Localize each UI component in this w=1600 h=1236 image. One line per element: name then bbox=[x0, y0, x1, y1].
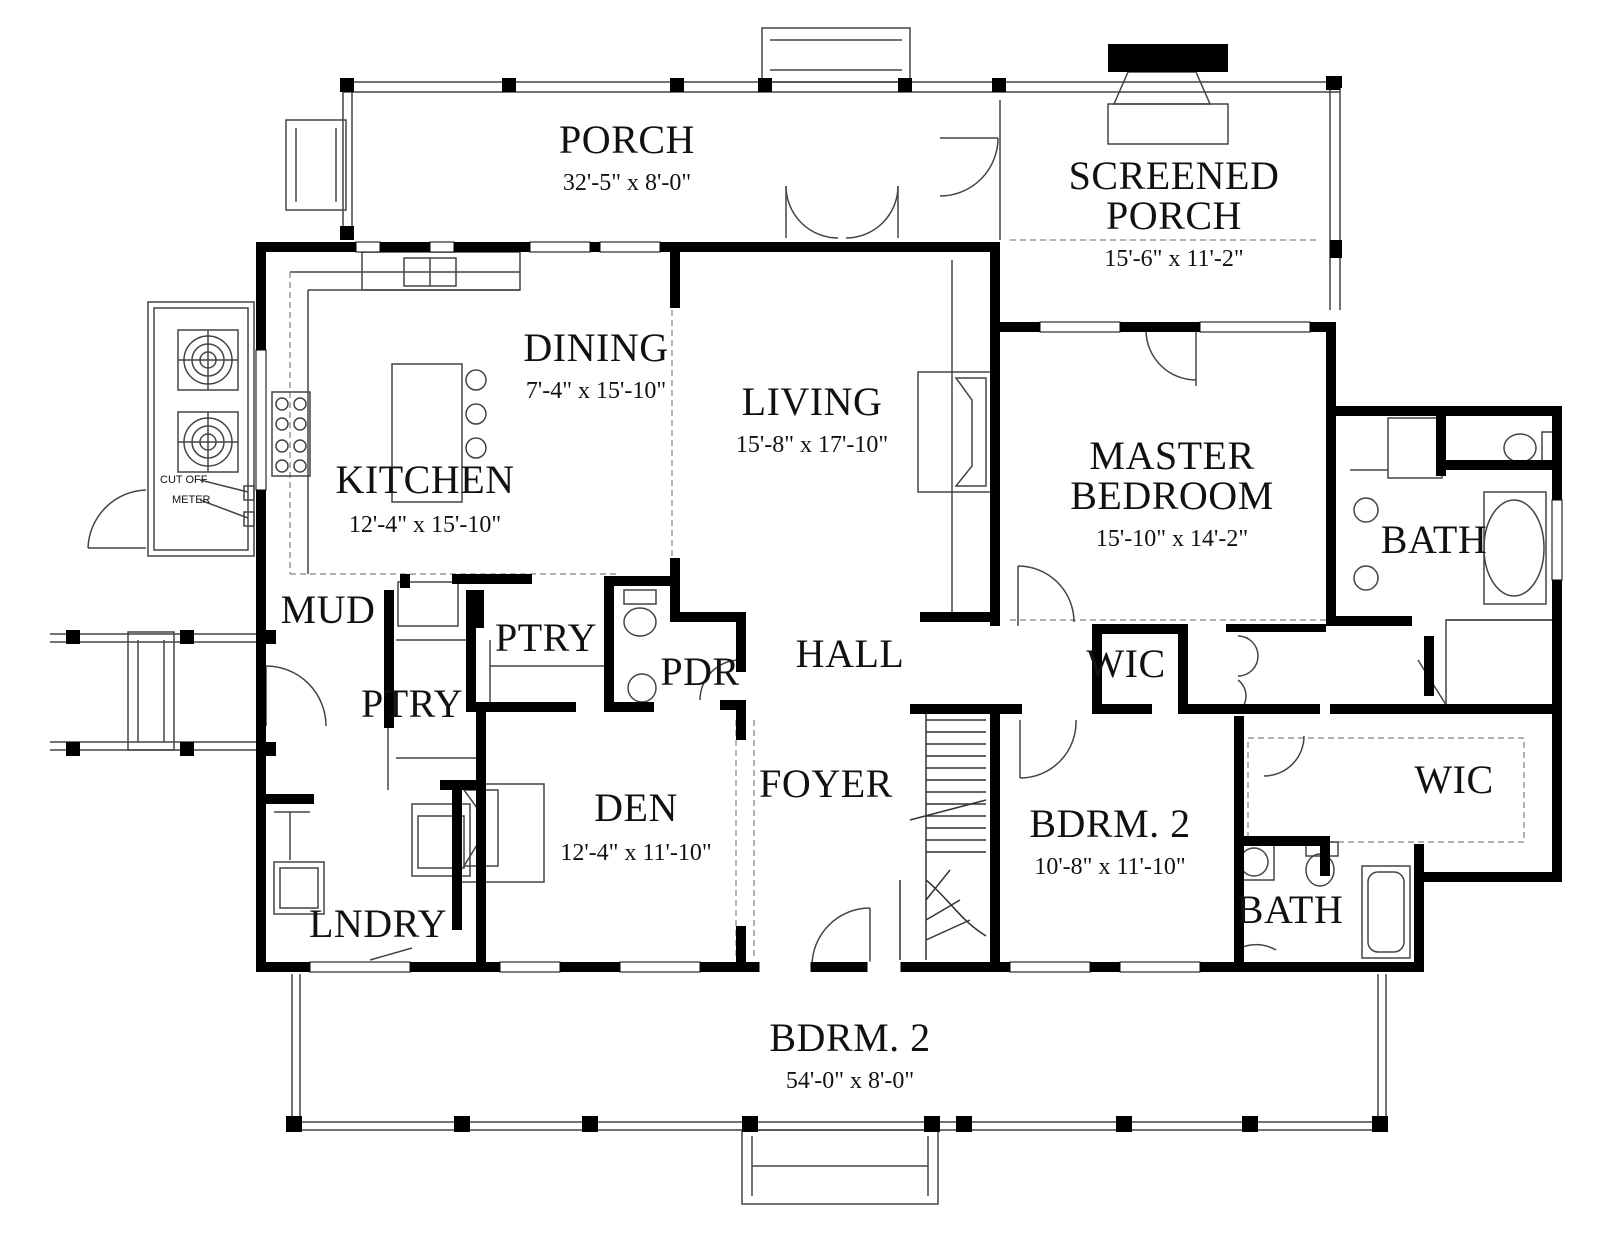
walls bbox=[66, 44, 1563, 1132]
kitchen-size: 12'-4" x 15'-10" bbox=[348, 512, 502, 538]
mud-label: MUD bbox=[280, 587, 376, 632]
living-label: LIVING bbox=[741, 379, 883, 424]
wic-label-2: WIC bbox=[1414, 757, 1494, 802]
cut-off-label: CUT OFF bbox=[160, 474, 208, 486]
foyer-label: FOYER bbox=[759, 761, 893, 806]
den-size: 12'-4" x 11'-10" bbox=[560, 840, 712, 866]
dining-label: DINING bbox=[523, 325, 669, 370]
master-bedroom-label-1: MASTER bbox=[1089, 433, 1255, 478]
living-size: 15'-8" x 17'-10" bbox=[735, 432, 889, 458]
den-label: DEN bbox=[594, 785, 678, 830]
bath-2-label: BATH bbox=[1236, 887, 1344, 932]
bedroom-2-size: 10'-8" x 11'-10" bbox=[1034, 854, 1186, 880]
bedroom-2-label: BDRM. 2 bbox=[1029, 801, 1191, 846]
porch-label: PORCH bbox=[559, 117, 695, 162]
dining-size: 7'-4" x 15'-10" bbox=[525, 378, 667, 404]
master-bedroom-label-2: BEDROOM bbox=[1070, 473, 1274, 518]
master-bedroom-size: 15'-10" x 14'-2" bbox=[1095, 526, 1249, 552]
front-porch-label: BDRM. 2 bbox=[769, 1015, 931, 1060]
screened-porch-size: 15'-6" x 11'-2" bbox=[1104, 246, 1244, 272]
kitchen-label: KITCHEN bbox=[335, 457, 515, 502]
master-bath-label: BATH bbox=[1380, 517, 1488, 562]
screened-porch-label-2: PORCH bbox=[1106, 193, 1242, 238]
laundry-label: LNDRY bbox=[308, 901, 448, 946]
stairs bbox=[899, 710, 987, 960]
wic-label-1: WIC bbox=[1086, 641, 1166, 686]
thin-lines bbox=[50, 27, 1559, 1205]
screened-porch-label-1: SCREENED bbox=[1068, 153, 1280, 198]
hall-label: HALL bbox=[795, 631, 905, 676]
pantry-label-2: PTRY bbox=[360, 681, 464, 726]
porch-size: 32'-5" x 8'-0" bbox=[562, 170, 692, 196]
front-porch-size: 54'-0" x 8'-0" bbox=[785, 1068, 915, 1094]
pantry-label-1: PTRY bbox=[494, 615, 598, 660]
meter-label: METER bbox=[172, 494, 211, 506]
powder-label: PDR bbox=[660, 649, 740, 694]
